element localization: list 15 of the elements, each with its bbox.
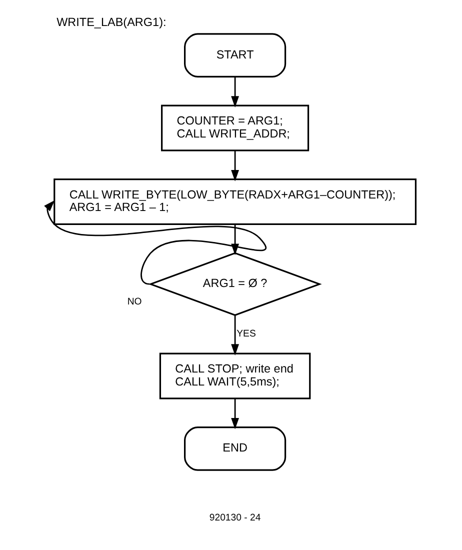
arrow — [44, 200, 266, 285]
arrow — [230, 150, 239, 182]
node-box: COUNTER = ARG1; CALL WRITE_ADDR; — [160, 104, 309, 152]
node-box: START — [184, 33, 286, 78]
node-box: END — [184, 426, 286, 471]
node-box: CALL STOP; write end CALL WAIT(5,5ms); — [158, 352, 310, 400]
edge-label: YES — [236, 328, 256, 340]
node-box: CALL WRITE_BYTE(LOW_BYTE(RADX+ARG1–COUNTER)); ARG1 = ARG1 – 1; — [53, 178, 416, 226]
arrow — [230, 76, 239, 108]
label: 920130 - 24 — [208, 512, 260, 524]
arrow — [230, 316, 239, 356]
arrow — [230, 398, 239, 430]
diagram-title: WRITE_LAB(ARG1): — [56, 16, 166, 30]
edge-label: NO — [126, 296, 142, 308]
node-diamond: ARG1 = Ø ? — [148, 252, 322, 316]
